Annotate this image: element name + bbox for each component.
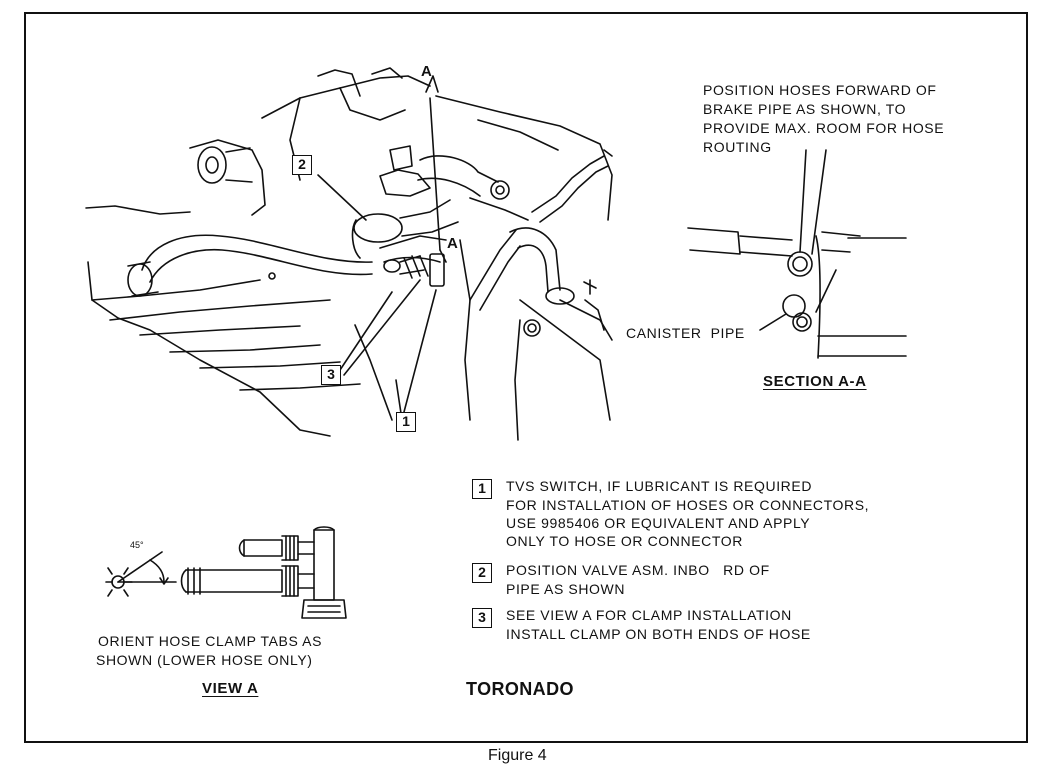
legend-line: USE 9985406 OR EQUIVALENT AND APPLY bbox=[506, 515, 811, 531]
section-marker-bottom: A bbox=[447, 235, 459, 252]
callout-2: 2 bbox=[292, 155, 312, 175]
view-a-note-line: ORIENT HOSE CLAMP TABS AS bbox=[98, 633, 323, 649]
section-cut-line bbox=[425, 75, 447, 263]
view-a-title: VIEW A bbox=[202, 680, 259, 697]
view-a-note-line: SHOWN (LOWER HOSE ONLY) bbox=[96, 652, 313, 668]
legend-line: TVS SWITCH, IF LUBRICANT IS REQUIRED bbox=[506, 478, 813, 494]
section-aa-note-line: ROUTING bbox=[703, 139, 772, 155]
brake-pipe bbox=[469, 149, 613, 337]
callout-1: 1 bbox=[396, 412, 416, 432]
pulley bbox=[197, 146, 253, 184]
figure-caption: Figure 4 bbox=[488, 747, 547, 764]
section-aa-note-line: PROVIDE MAX. ROOM FOR HOSE bbox=[703, 120, 945, 136]
legend-number: 3 bbox=[472, 608, 492, 628]
legend-line: ONLY TO HOSE OR CONNECTOR bbox=[506, 533, 743, 549]
legend-line: FOR INSTALLATION OF HOSES OR CONNECTORS, bbox=[506, 497, 870, 513]
vacuum-hose bbox=[127, 234, 373, 297]
legend-line: SEE VIEW A FOR CLAMP INSTALLATION bbox=[506, 607, 792, 623]
engine-block bbox=[85, 67, 613, 441]
section-aa-title: SECTION A-A bbox=[763, 373, 867, 390]
valve-cluster bbox=[351, 145, 529, 287]
callout-3: 3 bbox=[321, 365, 341, 385]
legend-number: 1 bbox=[472, 479, 492, 499]
canister-pipe-label: CANISTER PIPE bbox=[626, 325, 745, 341]
view-a-drawing bbox=[105, 526, 347, 619]
section-marker-top: A bbox=[421, 63, 433, 80]
section-aa-drawing bbox=[687, 149, 907, 359]
legend-line: INSTALL CLAMP ON BOTH ENDS OF HOSE bbox=[506, 626, 811, 642]
model-name: TORONADO bbox=[466, 679, 574, 699]
legend-line: POSITION VALVE ASM. INBO RD OF bbox=[506, 562, 770, 578]
angle-label: 45° bbox=[130, 540, 144, 550]
legend-line: PIPE AS SHOWN bbox=[506, 581, 626, 597]
section-aa-note-line: BRAKE PIPE AS SHOWN, TO bbox=[703, 101, 907, 117]
legend-number: 2 bbox=[472, 563, 492, 583]
diagram-frame bbox=[24, 12, 1028, 743]
section-aa-note-line: POSITION HOSES FORWARD OF bbox=[703, 82, 937, 98]
leader-lines bbox=[317, 174, 437, 413]
